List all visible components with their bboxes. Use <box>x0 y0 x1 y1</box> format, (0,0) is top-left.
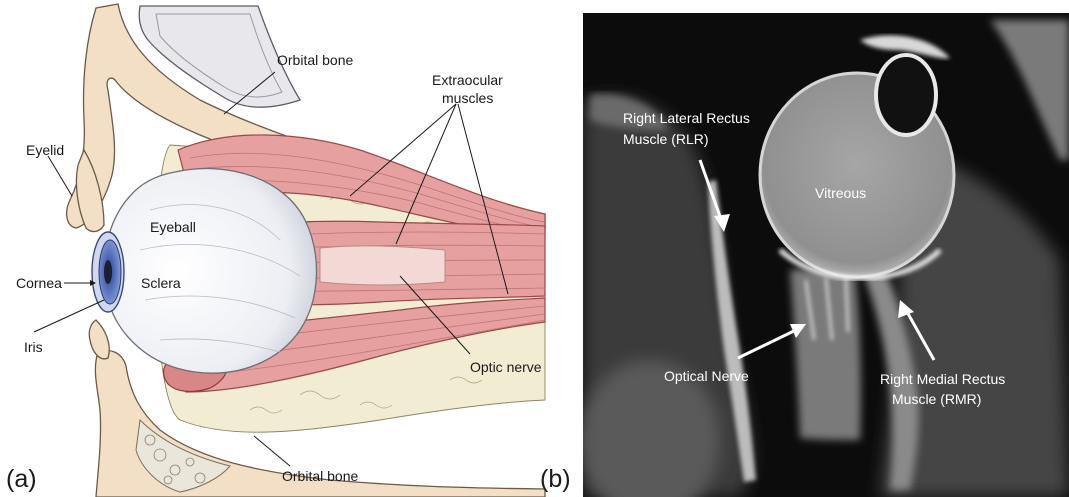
label-sclera: Sclera <box>141 275 181 291</box>
panel-label-b: (b) <box>540 465 571 493</box>
label-iris: Iris <box>24 339 43 355</box>
mri-lens <box>876 55 936 135</box>
optic-nerve <box>320 246 445 285</box>
label-optic-nerve: Optic nerve <box>470 359 542 375</box>
label-rlr-line2: Muscle (RLR) <box>623 131 709 147</box>
label-optical-nerve: Optical Nerve <box>664 368 749 384</box>
label-extraocular-muscles-line2: muscles <box>442 90 493 106</box>
label-rlr-line1: Right Lateral Rectus <box>623 110 750 126</box>
panel-label-a: (a) <box>6 465 37 493</box>
mri-panel: Right Lateral Rectus Muscle (RLR) Vitreo… <box>540 13 1069 497</box>
label-vitreous: Vitreous <box>815 185 866 201</box>
anatomy-illustration: Orbital bone Extraocular muscles Eyelid … <box>6 4 545 497</box>
label-cornea: Cornea <box>16 275 62 291</box>
sclera <box>104 169 316 374</box>
pupil <box>104 260 112 284</box>
label-extraocular-muscles-line1: Extraocular <box>432 72 503 88</box>
label-orbital-bone-bottom: Orbital bone <box>282 468 358 484</box>
mri-optic-nerve <box>790 269 861 440</box>
label-eyelid: Eyelid <box>26 142 64 158</box>
lower-eyelid <box>89 320 109 359</box>
label-rmr-line1: Right Medial Rectus <box>880 371 1005 387</box>
label-rmr-line2: Muscle (RMR) <box>892 391 981 407</box>
label-eyeball: Eyeball <box>150 219 196 235</box>
label-orbital-bone-top: Orbital bone <box>277 52 353 68</box>
